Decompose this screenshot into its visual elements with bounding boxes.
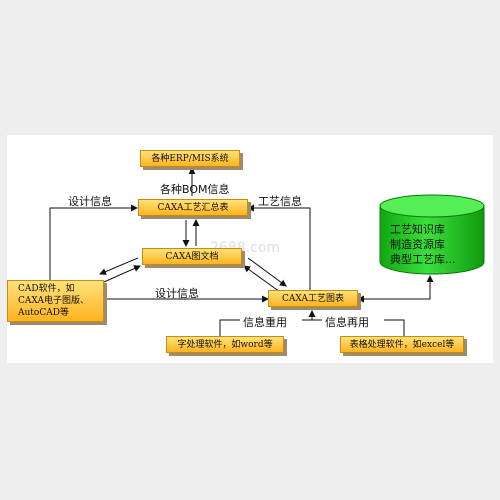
caxa-summary-box: CAXA工艺汇总表 — [138, 199, 248, 216]
word-processor-box: 字处理软件，如word等 — [166, 336, 284, 353]
caxa-doc-label: CAXA图文档 — [165, 251, 219, 262]
word-processor-label: 字处理软件，如word等 — [177, 339, 273, 350]
arrow-process-to-summary — [247, 204, 311, 290]
info-reuse-label-2: 信息再用 — [325, 316, 369, 329]
erp-mis-label: 各种ERP/MIS系统 — [151, 153, 229, 164]
cad-label: CAD软件，如 CAXA电子图版、 AutoCAD等 — [18, 284, 89, 318]
caxa-process-box: CAXA工艺图表 — [268, 290, 358, 307]
info-reuse-label-1: 信息重用 — [243, 316, 287, 329]
cad-box: CAD软件，如 CAXA电子图版、 AutoCAD等 — [7, 280, 104, 322]
table-processor-label: 表格处理软件，如excel等 — [349, 339, 455, 350]
erp-mis-box: 各种ERP/MIS系统 — [140, 150, 240, 167]
process-info-label: 工艺信息 — [258, 195, 302, 208]
arrow-cad-to-summary — [49, 204, 138, 280]
caxa-process-label: CAXA工艺图表 — [282, 293, 344, 304]
bom-info-label: 各种BOM信息 — [160, 183, 230, 196]
arrow-doc-to-process — [247, 257, 287, 287]
arrow-process-to-doc — [243, 265, 281, 293]
design-info-mid-label: 设计信息 — [155, 287, 199, 300]
database-text: 工艺知识库 制造资源库 典型工艺库... — [390, 223, 456, 266]
arrow-doc-to-cad — [99, 257, 139, 275]
caxa-doc-box: CAXA图文档 — [142, 248, 242, 265]
database-cylinder-icon — [379, 194, 485, 275]
arrow-cad-to-doc — [103, 265, 141, 283]
bracket-info-reuse — [219, 319, 240, 336]
caxa-summary-label: CAXA工艺汇总表 — [157, 202, 229, 213]
design-info-top-label: 设计信息 — [68, 195, 112, 208]
table-processor-box: 表格处理软件，如excel等 — [340, 336, 464, 353]
